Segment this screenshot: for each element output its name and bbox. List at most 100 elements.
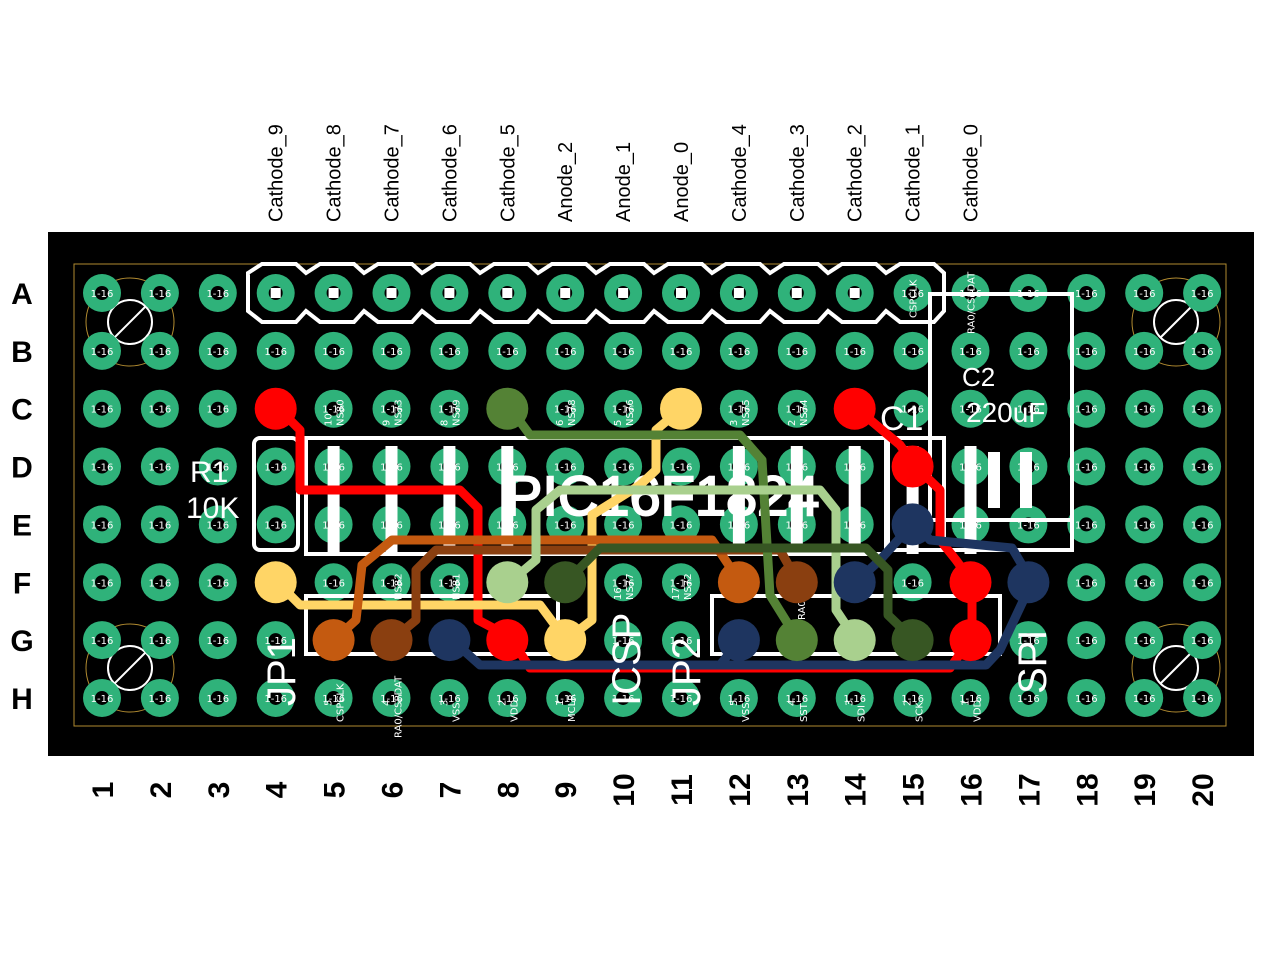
- column-label: 14: [840, 773, 873, 807]
- pad-label: 1-16: [612, 578, 635, 589]
- pad-label: 1-16: [264, 463, 287, 474]
- pad-hole: [731, 401, 746, 416]
- header-pin-name: NS76: [625, 399, 636, 426]
- ic-pin-bars: [327, 446, 977, 554]
- pad-label: 1-16: [1133, 636, 1156, 647]
- pad-label: 1-16: [1191, 578, 1214, 589]
- pad-hole: [1137, 633, 1152, 648]
- pad-hole: [1021, 633, 1036, 648]
- pad-hole: [95, 343, 109, 358]
- wire-endpoints: [254, 387, 1050, 662]
- pad-label: 1-16: [91, 694, 114, 705]
- ic-pin-bar: [327, 446, 340, 554]
- ic-pin-bar: [732, 446, 745, 554]
- header-pin: [328, 288, 339, 298]
- pad-label: 1-16: [554, 347, 577, 358]
- bottom-pin-number: 3: [845, 700, 856, 706]
- pad-hole: [326, 401, 341, 416]
- pad-label: 1-16: [1133, 694, 1156, 705]
- pin-name: CSPCLK: [909, 279, 920, 318]
- pad-label: 1-16: [901, 405, 924, 416]
- wire-endpoint: [428, 619, 471, 662]
- pad-label: 1-16: [91, 636, 114, 647]
- wire-endpoint: [833, 619, 876, 662]
- wire-endpoint: [370, 619, 413, 662]
- pad-label: 1-16: [670, 636, 693, 647]
- header-pin: [676, 288, 686, 298]
- pad-label: 1-16: [91, 289, 114, 300]
- pad-hole: [731, 343, 746, 358]
- pad-label: 1-16: [1017, 405, 1040, 416]
- pad-label: 1-16: [149, 520, 172, 531]
- bottom-pin-number: 4: [787, 700, 798, 706]
- pad-label: 1-16: [1075, 520, 1098, 531]
- pad-label: 1-16: [206, 636, 229, 647]
- wire-endpoint: [544, 619, 587, 662]
- pad-hole: [616, 575, 631, 590]
- wire-endpoint: [891, 619, 934, 662]
- pad-label: 1-16: [612, 636, 635, 647]
- pad-label: 1-16: [1133, 347, 1156, 358]
- column-label: 11: [666, 774, 699, 806]
- wire-endpoint: [254, 387, 297, 430]
- r1-ref: R1: [190, 456, 228, 489]
- pad-label: 1-16: [1075, 347, 1098, 358]
- net-label: Cathode_5: [497, 124, 519, 222]
- pad-label: 1-16: [264, 694, 287, 705]
- column-label: 12: [724, 773, 757, 806]
- pad-hole: [268, 690, 283, 705]
- pad-label: 1-16: [1191, 694, 1214, 705]
- pad-label: 1-16: [438, 347, 461, 358]
- mounting-hole-ring: [85, 277, 175, 367]
- pad-hole: [1195, 517, 1210, 532]
- pad-hole: [1137, 517, 1152, 532]
- pad-hole: [1195, 575, 1210, 590]
- pad-hole: [95, 575, 109, 590]
- pad-hole: [384, 690, 399, 705]
- mounting-hole-ring: [85, 623, 175, 713]
- pad-hole: [963, 401, 978, 416]
- bottom-pin-name: SST: [799, 702, 810, 722]
- wire-olive-green: [505, 403, 803, 645]
- pad-hole: [905, 286, 920, 300]
- pad-label: 1-16: [1133, 463, 1156, 474]
- row-label: H: [11, 683, 33, 716]
- net-label: Cathode_8: [324, 124, 346, 222]
- wire-endpoint: [833, 387, 876, 430]
- wire-endpoint: [833, 561, 876, 604]
- pad-hole: [210, 286, 225, 300]
- pad-label: 1-16: [785, 405, 808, 416]
- pin-name: NS82: [394, 573, 405, 600]
- pad-label: 1-16: [380, 694, 403, 705]
- pad-hole: [500, 343, 515, 358]
- header-pin-number: 3: [729, 420, 740, 426]
- wire-endpoint: [891, 503, 934, 546]
- pad-label: 1-16: [1017, 347, 1040, 358]
- pad-label: 1-16: [1017, 636, 1040, 647]
- r1-value: 10K: [186, 492, 239, 525]
- pad-hole: [905, 401, 920, 416]
- pad-label: 1-16: [959, 347, 982, 358]
- header-pin-number: 10: [324, 413, 335, 426]
- header-pin: [733, 288, 744, 298]
- bottom-pin-name: SDI: [857, 705, 868, 722]
- pad-label: 1-16: [612, 694, 635, 705]
- pad-label: 1-16: [206, 347, 229, 358]
- pad-label: 1-16: [1133, 289, 1156, 300]
- pad-label: 1-16: [206, 405, 229, 416]
- row-label: C: [11, 394, 33, 427]
- header-pin: [618, 288, 629, 298]
- column-label: 10: [608, 773, 641, 806]
- pad-hole: [95, 459, 109, 474]
- wire-endpoint: [1007, 561, 1050, 604]
- pad-label: 1-16: [1017, 694, 1040, 705]
- pad-hole: [1021, 343, 1036, 358]
- pad-label: 1-16: [670, 694, 693, 705]
- header-pin-name: NS79: [451, 399, 462, 426]
- pad-hole: [789, 343, 804, 358]
- net-label: Anode_2: [555, 142, 577, 222]
- pad-hole: [558, 343, 573, 358]
- pad-hole: [384, 401, 399, 416]
- ic-pin-bar: [964, 446, 977, 554]
